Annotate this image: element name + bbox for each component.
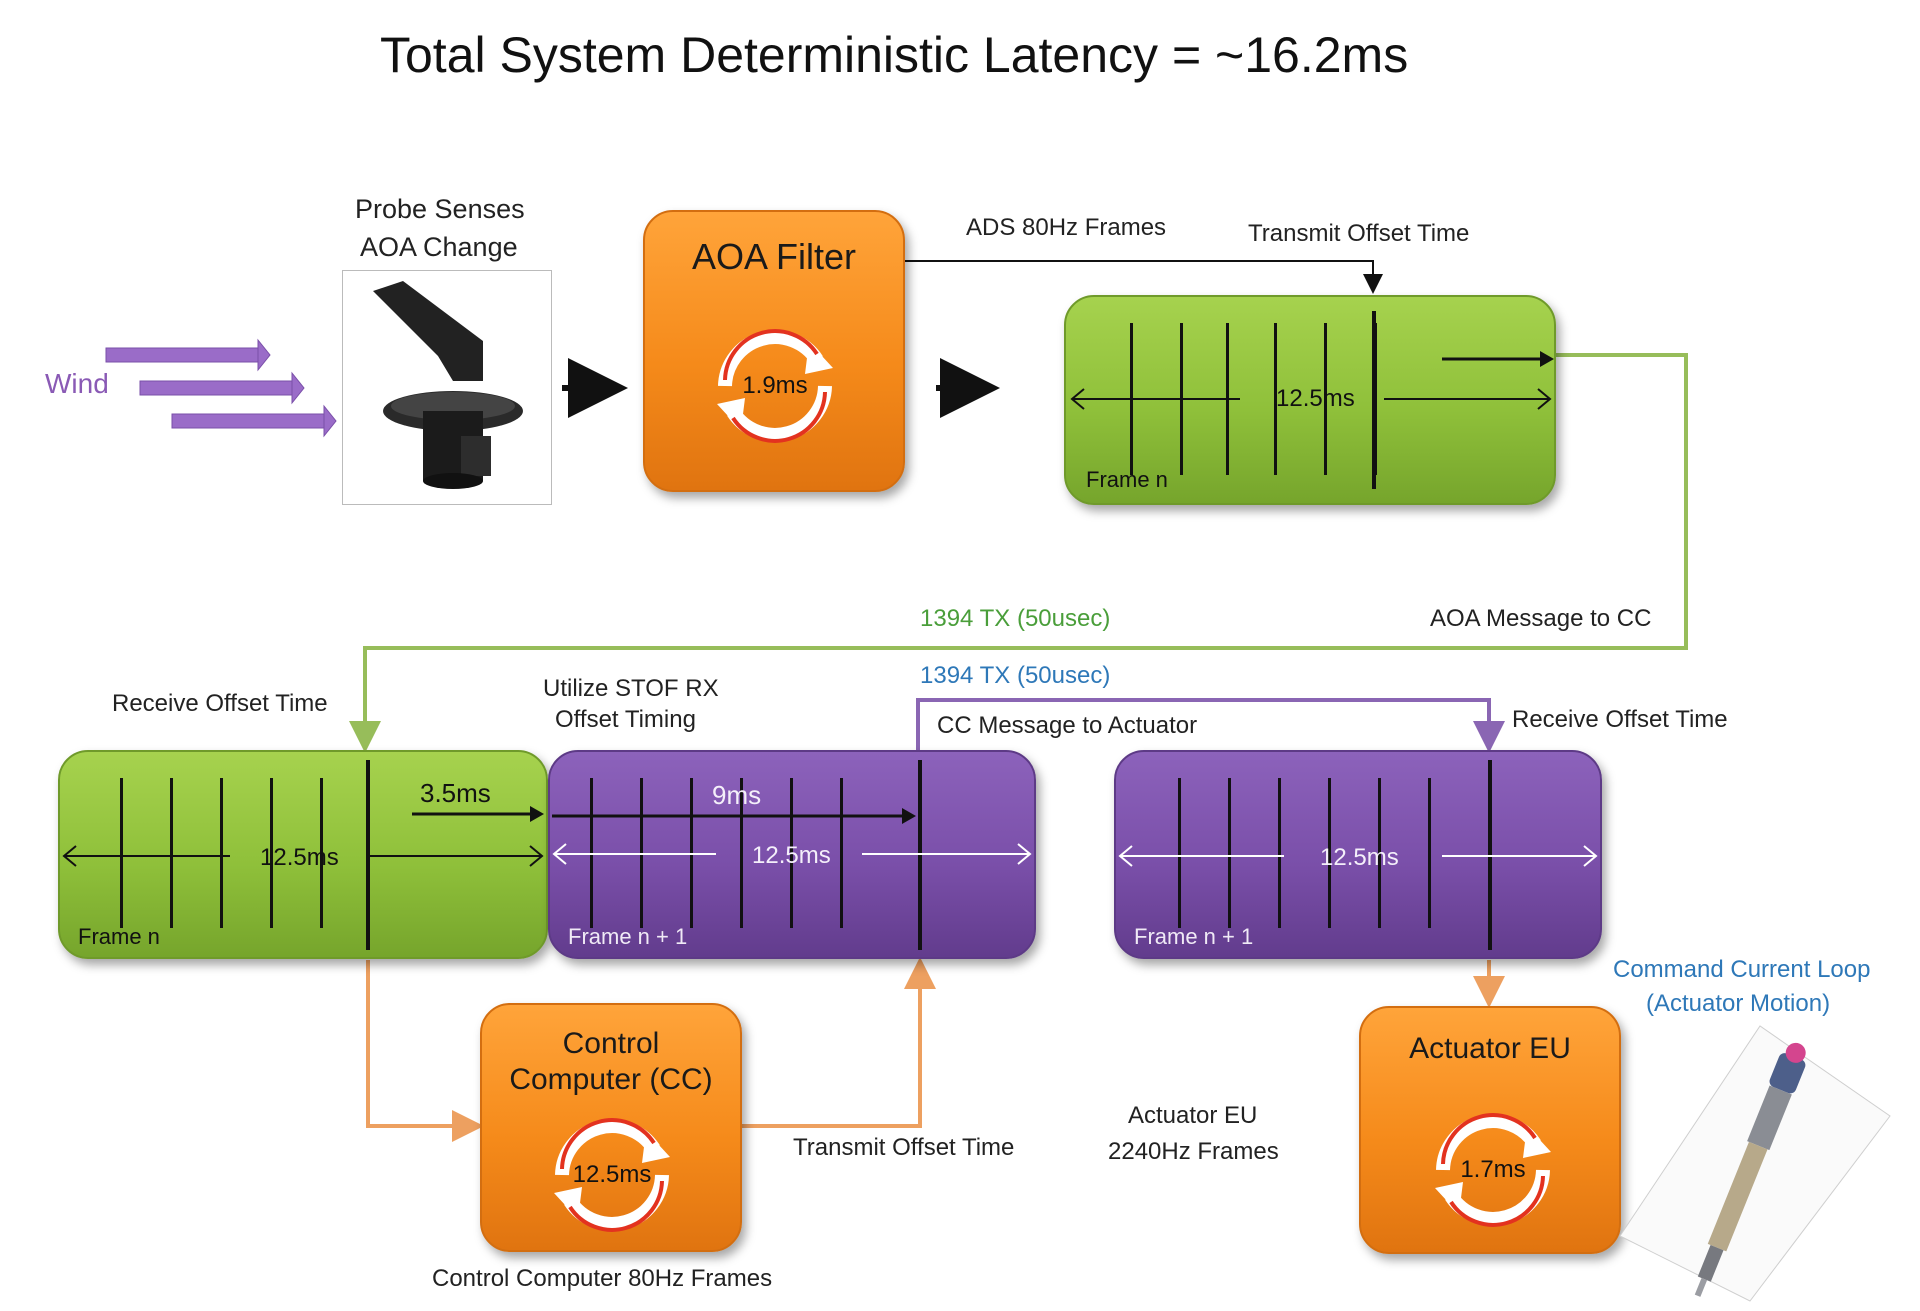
actuator-eu-box: Actuator EU 1.7ms [1359,1006,1621,1254]
cc-title-line1: Control [562,1027,660,1060]
aoa-filter-title: AOA Filter [691,236,857,277]
frame-tick [1278,778,1281,928]
purple-mid-span-label: 12.5ms [752,842,831,869]
frame-tick [1178,778,1181,928]
frame-tick [1428,778,1431,928]
bottom-green-offset-label: 3.5ms [420,778,491,808]
aoa-filter-box: AOA Filter 1.9ms [643,210,905,492]
frame-tick [1328,778,1331,928]
top-frame-span-label: 12.5ms [1276,385,1355,412]
bottom-green-frame: 12.5ms 3.5ms Frame n [58,750,548,959]
frame-tick [790,778,793,928]
transmit-offset-bottom-label: Transmit Offset Time [793,1134,1015,1161]
cycle-icon [554,1118,670,1232]
wind-label: Wind [45,368,109,399]
bottom-purple-mid-frame: 12.5ms 9ms Frame n + 1 [548,750,1036,959]
bottom-green-span-label: 12.5ms [260,844,339,871]
receive-offset-left-label: Receive Offset Time [112,690,328,717]
probe-label-line1: Probe Senses [355,194,525,224]
command-loop-line2: (Actuator Motion) [1646,990,1831,1017]
frame-tick [1228,778,1231,928]
top-frame-label: Frame n [1086,467,1168,492]
frame-tick [1378,778,1381,928]
frame-span-arrow [62,806,544,867]
frame-to-cc-connector [366,960,484,1142]
wind-arrows [105,338,337,438]
actuator-image [1619,1025,1891,1302]
purple-mid-frame-label: Frame n + 1 [568,924,688,949]
cc-cycle-label: 12.5ms [572,1161,652,1188]
frame-tick [270,778,273,928]
frame-span-arrow [1118,845,1598,867]
transmit-offset-top-label: Transmit Offset Time [1248,220,1470,247]
frame-tick [320,778,323,928]
command-loop-line1: Command Current Loop [1613,956,1871,983]
actuator-eu-title: Actuator EU [1409,1032,1571,1065]
ads-frames-label: ADS 80Hz Frames [966,214,1167,241]
frame-offset-tick [366,760,370,950]
purple-right-frame-label: Frame n + 1 [1134,924,1254,949]
control-computer-box: Control Computer (CC) 12.5ms [480,1003,742,1252]
frame-span-arrow [552,808,1032,865]
probe-label-line2: AOA Change [360,232,518,262]
diagram-title: Total System Deterministic Latency = ~16… [380,27,1409,83]
actuator-frames-line2: 2240Hz Frames [1108,1138,1279,1165]
frame-tick [120,778,123,928]
cc-frames-label: Control Computer 80Hz Frames [432,1265,773,1292]
aoa-filter-cycle-label: 1.9ms [742,372,808,399]
tx1-label: 1394 TX (50usec) [920,605,1111,632]
cc-message-label: CC Message to Actuator [937,712,1198,739]
cc-title-line2: Computer (CC) [509,1063,713,1096]
cycle-icon [1435,1113,1551,1227]
frame-tick [740,778,743,928]
bottom-purple-right-frame: 12.5ms Frame n + 1 [1114,750,1602,959]
actuator-cycle-label: 1.7ms [1460,1156,1526,1183]
aoa-probe-image [342,270,552,505]
cc-to-frame-connector [740,957,936,1128]
frame-tick [220,778,223,928]
purple-right-span-label: 12.5ms [1320,844,1399,871]
aoa-message-connector [349,353,1688,753]
frame-tick [1324,323,1327,475]
ads-frame-connector [905,260,1383,294]
aoa-probe-icon [373,281,523,489]
utilize-label-line2: Offset Timing [555,706,696,733]
frame-tick [170,778,173,928]
frame-offset-tick [1372,311,1376,489]
cc-message-connector [916,698,1505,753]
receive-offset-right-label: Receive Offset Time [1512,706,1728,733]
top-green-frame: 12.5ms Frame n [1064,295,1556,505]
aoa-message-label: AOA Message to CC [1430,605,1652,632]
cycle-icon [717,329,833,443]
purple-mid-offset-label: 9ms [712,780,762,810]
actuator-frames-line1: Actuator EU [1128,1102,1258,1129]
bottom-green-frame-label: Frame n [78,924,160,949]
frame-span-arrow [1070,351,1554,410]
frame-tick [1274,323,1277,475]
frame-tick [840,778,843,928]
tx2-label: 1394 TX (50usec) [920,662,1111,689]
utilize-label-line1: Utilize STOF RX [543,675,719,702]
